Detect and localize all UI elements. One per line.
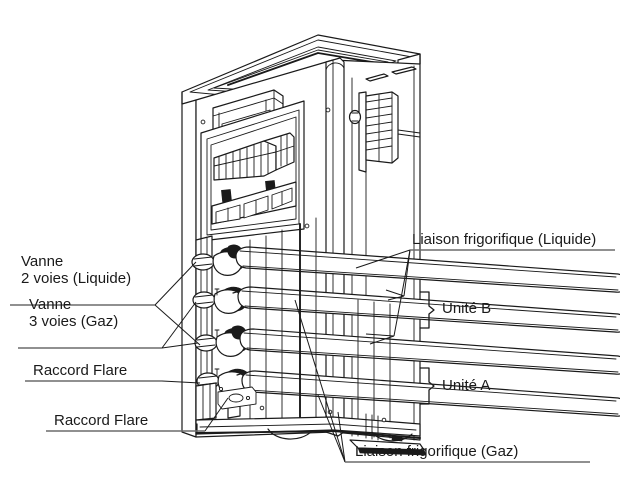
label-vanne-2-voies: Vanne 2 voies (Liquide) [21, 253, 131, 287]
label-unite-b: Unité B [442, 300, 492, 317]
casing-ribs [249, 217, 317, 434]
label-raccord-flare-lower: Raccord Flare [54, 412, 149, 429]
label-liaison-frigorifique-gaz: Liaison frigorifique (Gaz) [355, 443, 519, 460]
leader-lines-left [154, 261, 229, 432]
label-vanne-2-voies-line2: 2 voies (Liquide) [21, 270, 132, 287]
label-raccord-flare-upper: Raccord Flare [33, 362, 128, 379]
casing-ribs-right [357, 299, 391, 439]
refrigerant-pipes [235, 246, 620, 417]
chassis-corner-detail [195, 382, 257, 421]
terminal-block-bank [213, 132, 295, 181]
label-vanne-2-voies-line1: Vanne [21, 253, 64, 270]
label-unite-a: Unité A [442, 377, 491, 394]
side-terminal-block [348, 66, 421, 301]
lower-connector-strip [211, 181, 297, 225]
label-underlines-left [10, 304, 205, 432]
valve-assembly-2 [192, 286, 253, 314]
label-underlines-right [345, 249, 615, 463]
label-vanne-3-voies-line1: Vanne [29, 296, 72, 313]
leader-lines-right [294, 249, 411, 463]
label-vanne-3-voies-line2: 3 voies (Gaz) [29, 313, 119, 330]
label-vanne-3-voies: Vanne 3 voies (Gaz) [29, 296, 118, 330]
unit-brackets [419, 291, 435, 405]
label-liaison-frigorifique-liquide: Liaison frigorifique (Liquide) [412, 231, 597, 248]
pipe-1 [235, 246, 620, 293]
service-panel [200, 100, 305, 242]
